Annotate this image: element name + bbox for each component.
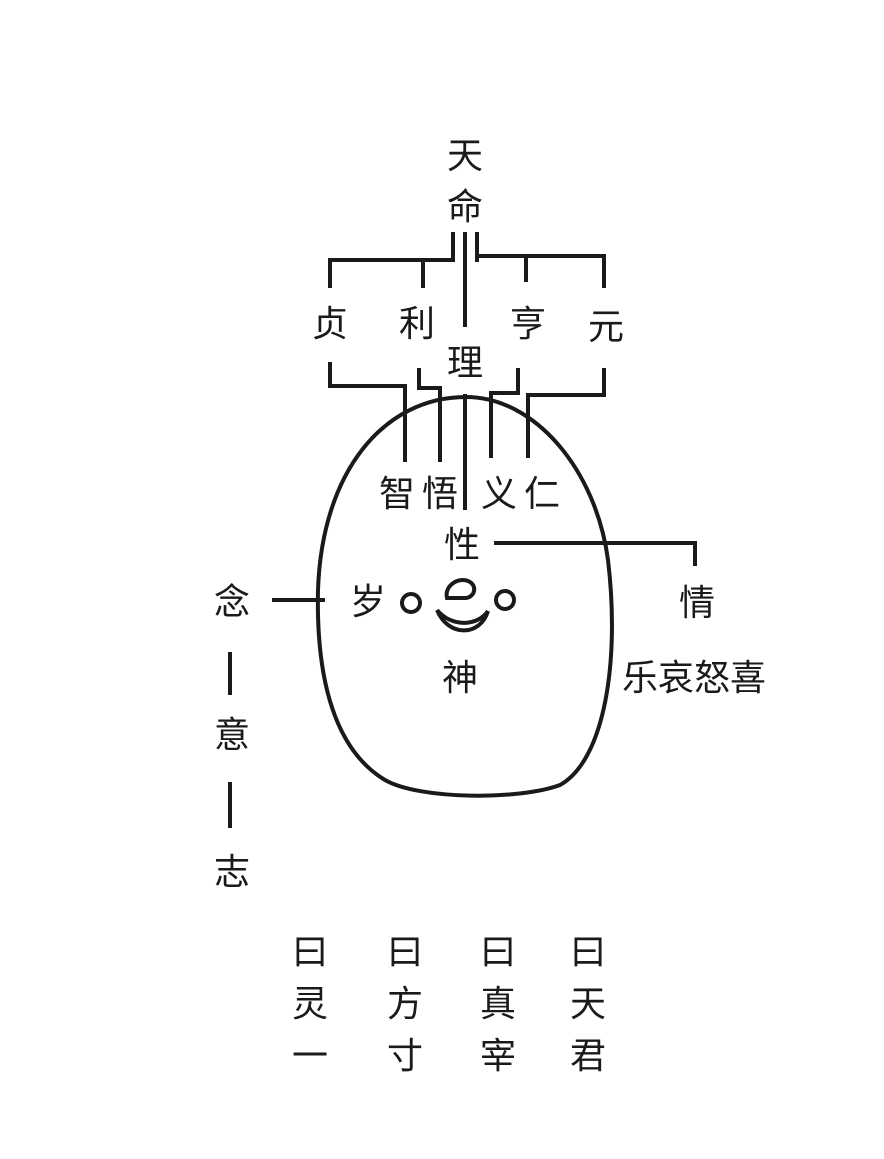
left-eye <box>400 592 422 614</box>
label-zhi: 智 <box>379 474 415 515</box>
column-4-char-1: 曰 <box>570 932 606 973</box>
egg-outline <box>315 394 614 798</box>
label-yi-virtue: 义 <box>481 474 517 515</box>
mouth <box>435 608 490 633</box>
bracket-left-upper <box>328 258 453 288</box>
nose <box>444 578 477 600</box>
label-heng: 亨 <box>510 304 546 345</box>
column-3-char-3: 宰 <box>480 1036 516 1077</box>
label-sui: 岁 <box>350 582 386 623</box>
tianming-triple-line <box>451 232 479 327</box>
link-xing-qing <box>494 541 697 566</box>
label-li-virtue: 利 <box>399 304 435 345</box>
column-1-char-3: 一 <box>292 1036 328 1077</box>
label-tian: 天 <box>447 136 483 177</box>
column-1-char-2: 灵 <box>292 984 328 1025</box>
label-qing: 情 <box>679 583 715 624</box>
label-yuan: 元 <box>588 307 624 348</box>
label-yi-mind: 意 <box>214 715 250 756</box>
label-li-principle: 理 <box>447 343 483 384</box>
label-zhen-virtue: 贞 <box>312 304 348 345</box>
link-heng-yi <box>489 368 520 458</box>
column-4-char-3: 君 <box>570 1036 606 1077</box>
column-2-char-3: 寸 <box>387 1036 423 1077</box>
column-4-char-2: 天 <box>570 984 606 1025</box>
column-3-char-1: 曰 <box>480 932 516 973</box>
bracket-right-upper <box>477 254 606 288</box>
right-eye <box>494 589 516 611</box>
label-ren: 仁 <box>524 474 560 515</box>
label-wu: 悟 <box>422 474 458 515</box>
link-zhen-zhi <box>328 362 407 462</box>
column-3-char-2: 真 <box>480 984 516 1025</box>
label-emotions: 乐哀怒喜 <box>622 658 766 699</box>
link-yuan-ren <box>526 368 606 458</box>
column-1-char-1: 曰 <box>292 932 328 973</box>
label-zhi-will: 志 <box>214 852 250 893</box>
label-shen: 神 <box>442 658 478 699</box>
column-2-char-2: 方 <box>387 984 423 1025</box>
label-nian: 念 <box>214 582 250 623</box>
column-2-char-1: 曰 <box>387 932 423 973</box>
label-xing: 性 <box>444 525 480 566</box>
label-ming: 命 <box>447 187 483 228</box>
link-li-wu <box>417 368 442 462</box>
